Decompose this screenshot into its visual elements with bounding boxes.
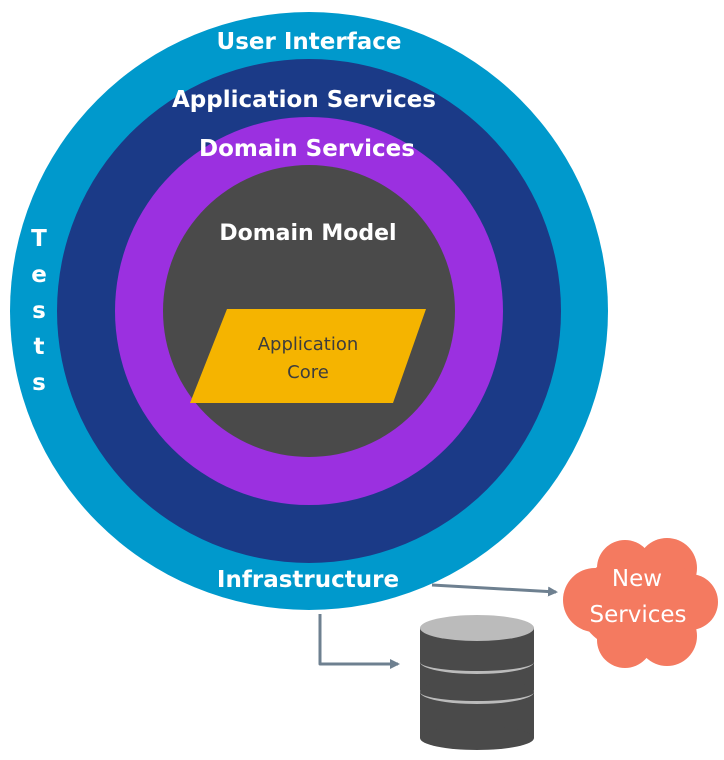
user-interface-label: User Interface xyxy=(217,29,402,55)
arrow-to-database xyxy=(318,614,400,669)
new-services-label-line2: Services xyxy=(590,602,687,628)
database-icon xyxy=(420,615,534,750)
domain-model-label: Domain Model xyxy=(219,221,396,246)
application-core-label-line1: Application xyxy=(258,334,359,355)
arrow-to-new-services xyxy=(431,583,558,597)
new-services-cloud xyxy=(563,538,718,668)
application-core-label-line2: Core xyxy=(287,362,329,383)
tests-letter: t xyxy=(34,334,45,360)
domain-services-label: Domain Services xyxy=(199,136,415,162)
infrastructure-label: Infrastructure xyxy=(217,567,399,593)
tests-letter: e xyxy=(31,262,47,288)
application-core-shape xyxy=(190,309,426,403)
tests-letter: s xyxy=(32,298,46,324)
tests-letter: T xyxy=(31,226,47,252)
new-services-label-line1: New xyxy=(612,566,662,592)
tests-label: T e s t s xyxy=(31,226,47,396)
application-services-label: Application Services xyxy=(172,87,436,113)
tests-letter: s xyxy=(32,370,46,396)
